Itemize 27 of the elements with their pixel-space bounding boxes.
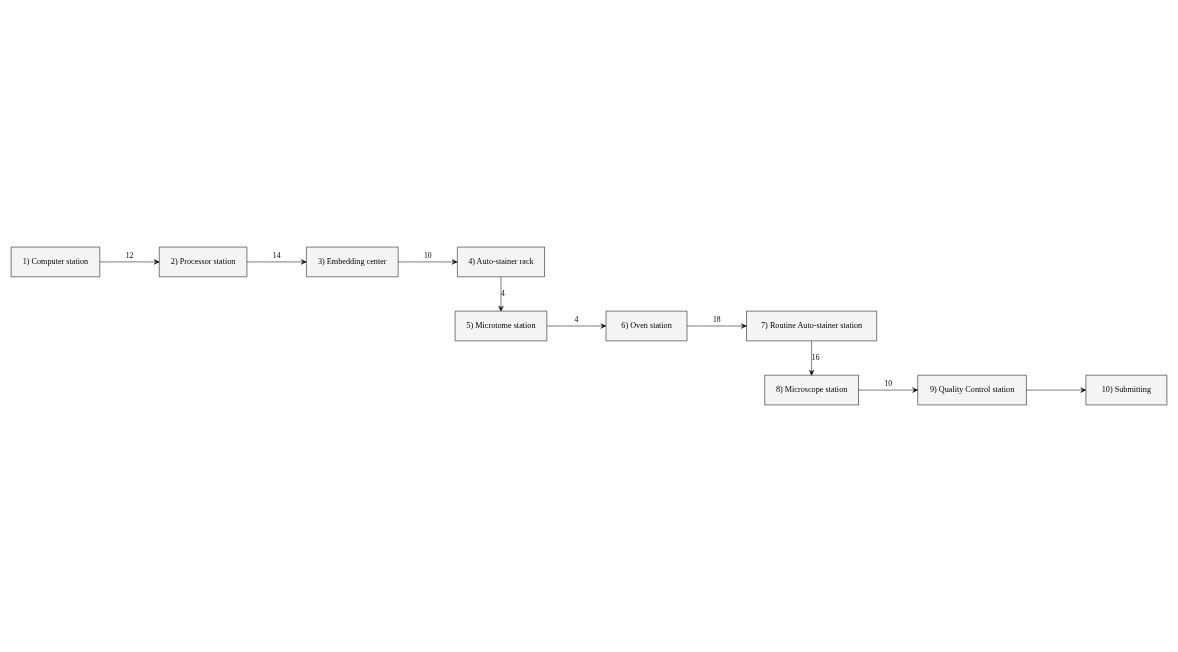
- edge-label: 10: [884, 378, 892, 388]
- node-box: 6) Oven station: [605, 310, 688, 342]
- arrow: [398, 259, 458, 265]
- arrow: [246, 259, 307, 265]
- node-box: 1) Computer station: [10, 246, 101, 278]
- arrow: [858, 387, 918, 393]
- node-box: 8) Microscope station: [764, 374, 859, 406]
- node-box: 9) Quality Control station: [917, 374, 1027, 406]
- node-box: 4) Auto-stainer rack: [457, 246, 545, 278]
- arrow: [809, 340, 815, 376]
- edge-label: 10: [423, 250, 432, 260]
- node-box: 5) Microtome station: [454, 310, 548, 342]
- edge-label: 4: [501, 288, 505, 298]
- node-box: 2) Processor station: [159, 246, 248, 278]
- edge-label: 12: [125, 250, 134, 260]
- arrow: [99, 259, 160, 265]
- arrow: [1026, 387, 1087, 393]
- arrow: [686, 323, 747, 329]
- arrow: [546, 323, 607, 329]
- node-box: 3) Embedding center: [306, 246, 399, 278]
- edge-label: 16: [811, 352, 820, 362]
- edge-label: 18: [712, 314, 721, 324]
- node-box: 10) Submitting: [1085, 374, 1168, 406]
- edge-label: 4: [574, 314, 579, 324]
- arrow: [498, 276, 504, 312]
- edge-label: 14: [272, 250, 281, 260]
- node-box: 7) Routine Auto-stainer station: [746, 310, 877, 342]
